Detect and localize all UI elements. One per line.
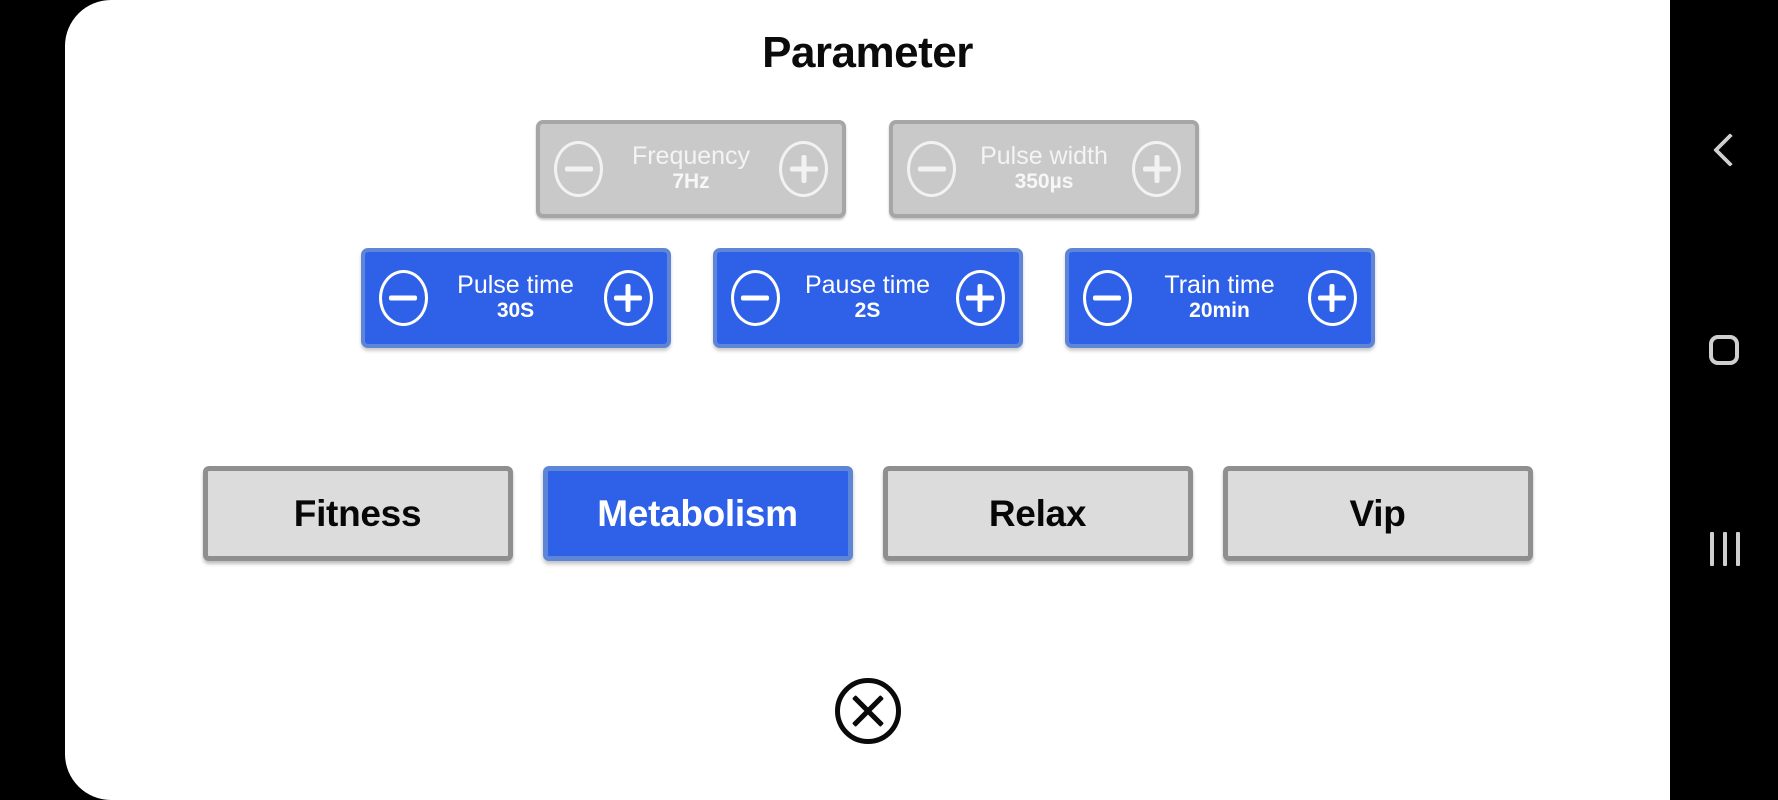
- stepper-pulse-time[interactable]: Pulse time 30S: [360, 248, 671, 348]
- pulse-width-label: Pulse width: [980, 141, 1108, 170]
- stepper-pause-time[interactable]: Pause time 2S: [712, 248, 1023, 348]
- pulse-width-text-column: Pulse width 350µs: [956, 143, 1132, 195]
- recents-bars-icon: [1710, 532, 1740, 566]
- stepper-row-bottom: Pulse time 30S Pause time 2S: [65, 248, 1670, 348]
- page-title: Parameter: [762, 28, 973, 77]
- pause-time-text-column: Pause time 2S: [780, 272, 956, 324]
- minus-icon: [1093, 295, 1121, 301]
- stepper-frequency[interactable]: Frequency 7Hz: [536, 120, 846, 218]
- plus-icon-vertical: [977, 284, 983, 312]
- pause-time-increment-button[interactable]: [955, 270, 1005, 326]
- mode-button-fitness[interactable]: Fitness: [202, 466, 513, 561]
- pause-time-label: Pause time: [804, 270, 931, 299]
- pulse-time-text-column: Pulse time 30S: [428, 272, 604, 324]
- frequency-decrement-button[interactable]: [554, 141, 603, 197]
- train-time-increment-button[interactable]: [1307, 270, 1357, 326]
- minus-icon: [917, 166, 946, 172]
- stepper-row-top: Frequency 7Hz Pulse width 350µs: [65, 120, 1670, 218]
- pulse-time-value: 30S: [496, 299, 535, 323]
- plus-icon-vertical: [1154, 155, 1159, 183]
- train-time-decrement-button[interactable]: [1082, 270, 1132, 326]
- train-time-value: 20min: [1189, 299, 1250, 323]
- mode-button-vip[interactable]: Vip: [1222, 466, 1533, 561]
- home-square-icon: [1709, 335, 1739, 365]
- stepper-pulse-width[interactable]: Pulse width 350µs: [889, 120, 1199, 218]
- minus-icon: [389, 295, 417, 301]
- mode-button-row: Fitness Metabolism Relax Vip: [65, 466, 1670, 561]
- nav-recents-button[interactable]: [1696, 520, 1752, 576]
- frequency-label: Frequency: [631, 141, 751, 170]
- nav-back-button[interactable]: [1696, 125, 1752, 181]
- parameter-dialog-card: Parameter Frequency 7Hz: [65, 0, 1670, 800]
- pause-time-decrement-button[interactable]: [730, 270, 780, 326]
- pulse-width-increment-button[interactable]: [1132, 141, 1181, 197]
- back-chevron-icon: [1713, 133, 1747, 167]
- mode-button-metabolism[interactable]: Metabolism: [542, 466, 853, 561]
- plus-icon-vertical: [1329, 284, 1335, 312]
- train-time-text-column: Train time 20min: [1132, 272, 1308, 324]
- minus-icon: [564, 166, 593, 172]
- pulse-width-value: 350µs: [1014, 170, 1074, 194]
- pulse-time-label: Pulse time: [457, 270, 574, 299]
- plus-icon-vertical: [625, 284, 631, 312]
- plus-icon-vertical: [801, 155, 806, 183]
- frequency-text-column: Frequency 7Hz: [603, 143, 779, 195]
- mode-button-relax[interactable]: Relax: [882, 466, 1193, 561]
- pulse-time-increment-button[interactable]: [603, 270, 653, 326]
- stepper-train-time[interactable]: Train time 20min: [1064, 248, 1375, 348]
- pause-time-value: 2S: [854, 299, 881, 323]
- frequency-increment-button[interactable]: [779, 141, 828, 197]
- minus-icon: [741, 295, 769, 301]
- train-time-label: Train time: [1164, 270, 1275, 299]
- pulse-time-decrement-button[interactable]: [378, 270, 428, 326]
- close-button[interactable]: [834, 678, 901, 744]
- android-navigation-bar: [1670, 0, 1778, 800]
- frequency-value: 7Hz: [672, 170, 710, 194]
- nav-home-button[interactable]: [1696, 322, 1752, 378]
- pulse-width-decrement-button[interactable]: [907, 141, 956, 197]
